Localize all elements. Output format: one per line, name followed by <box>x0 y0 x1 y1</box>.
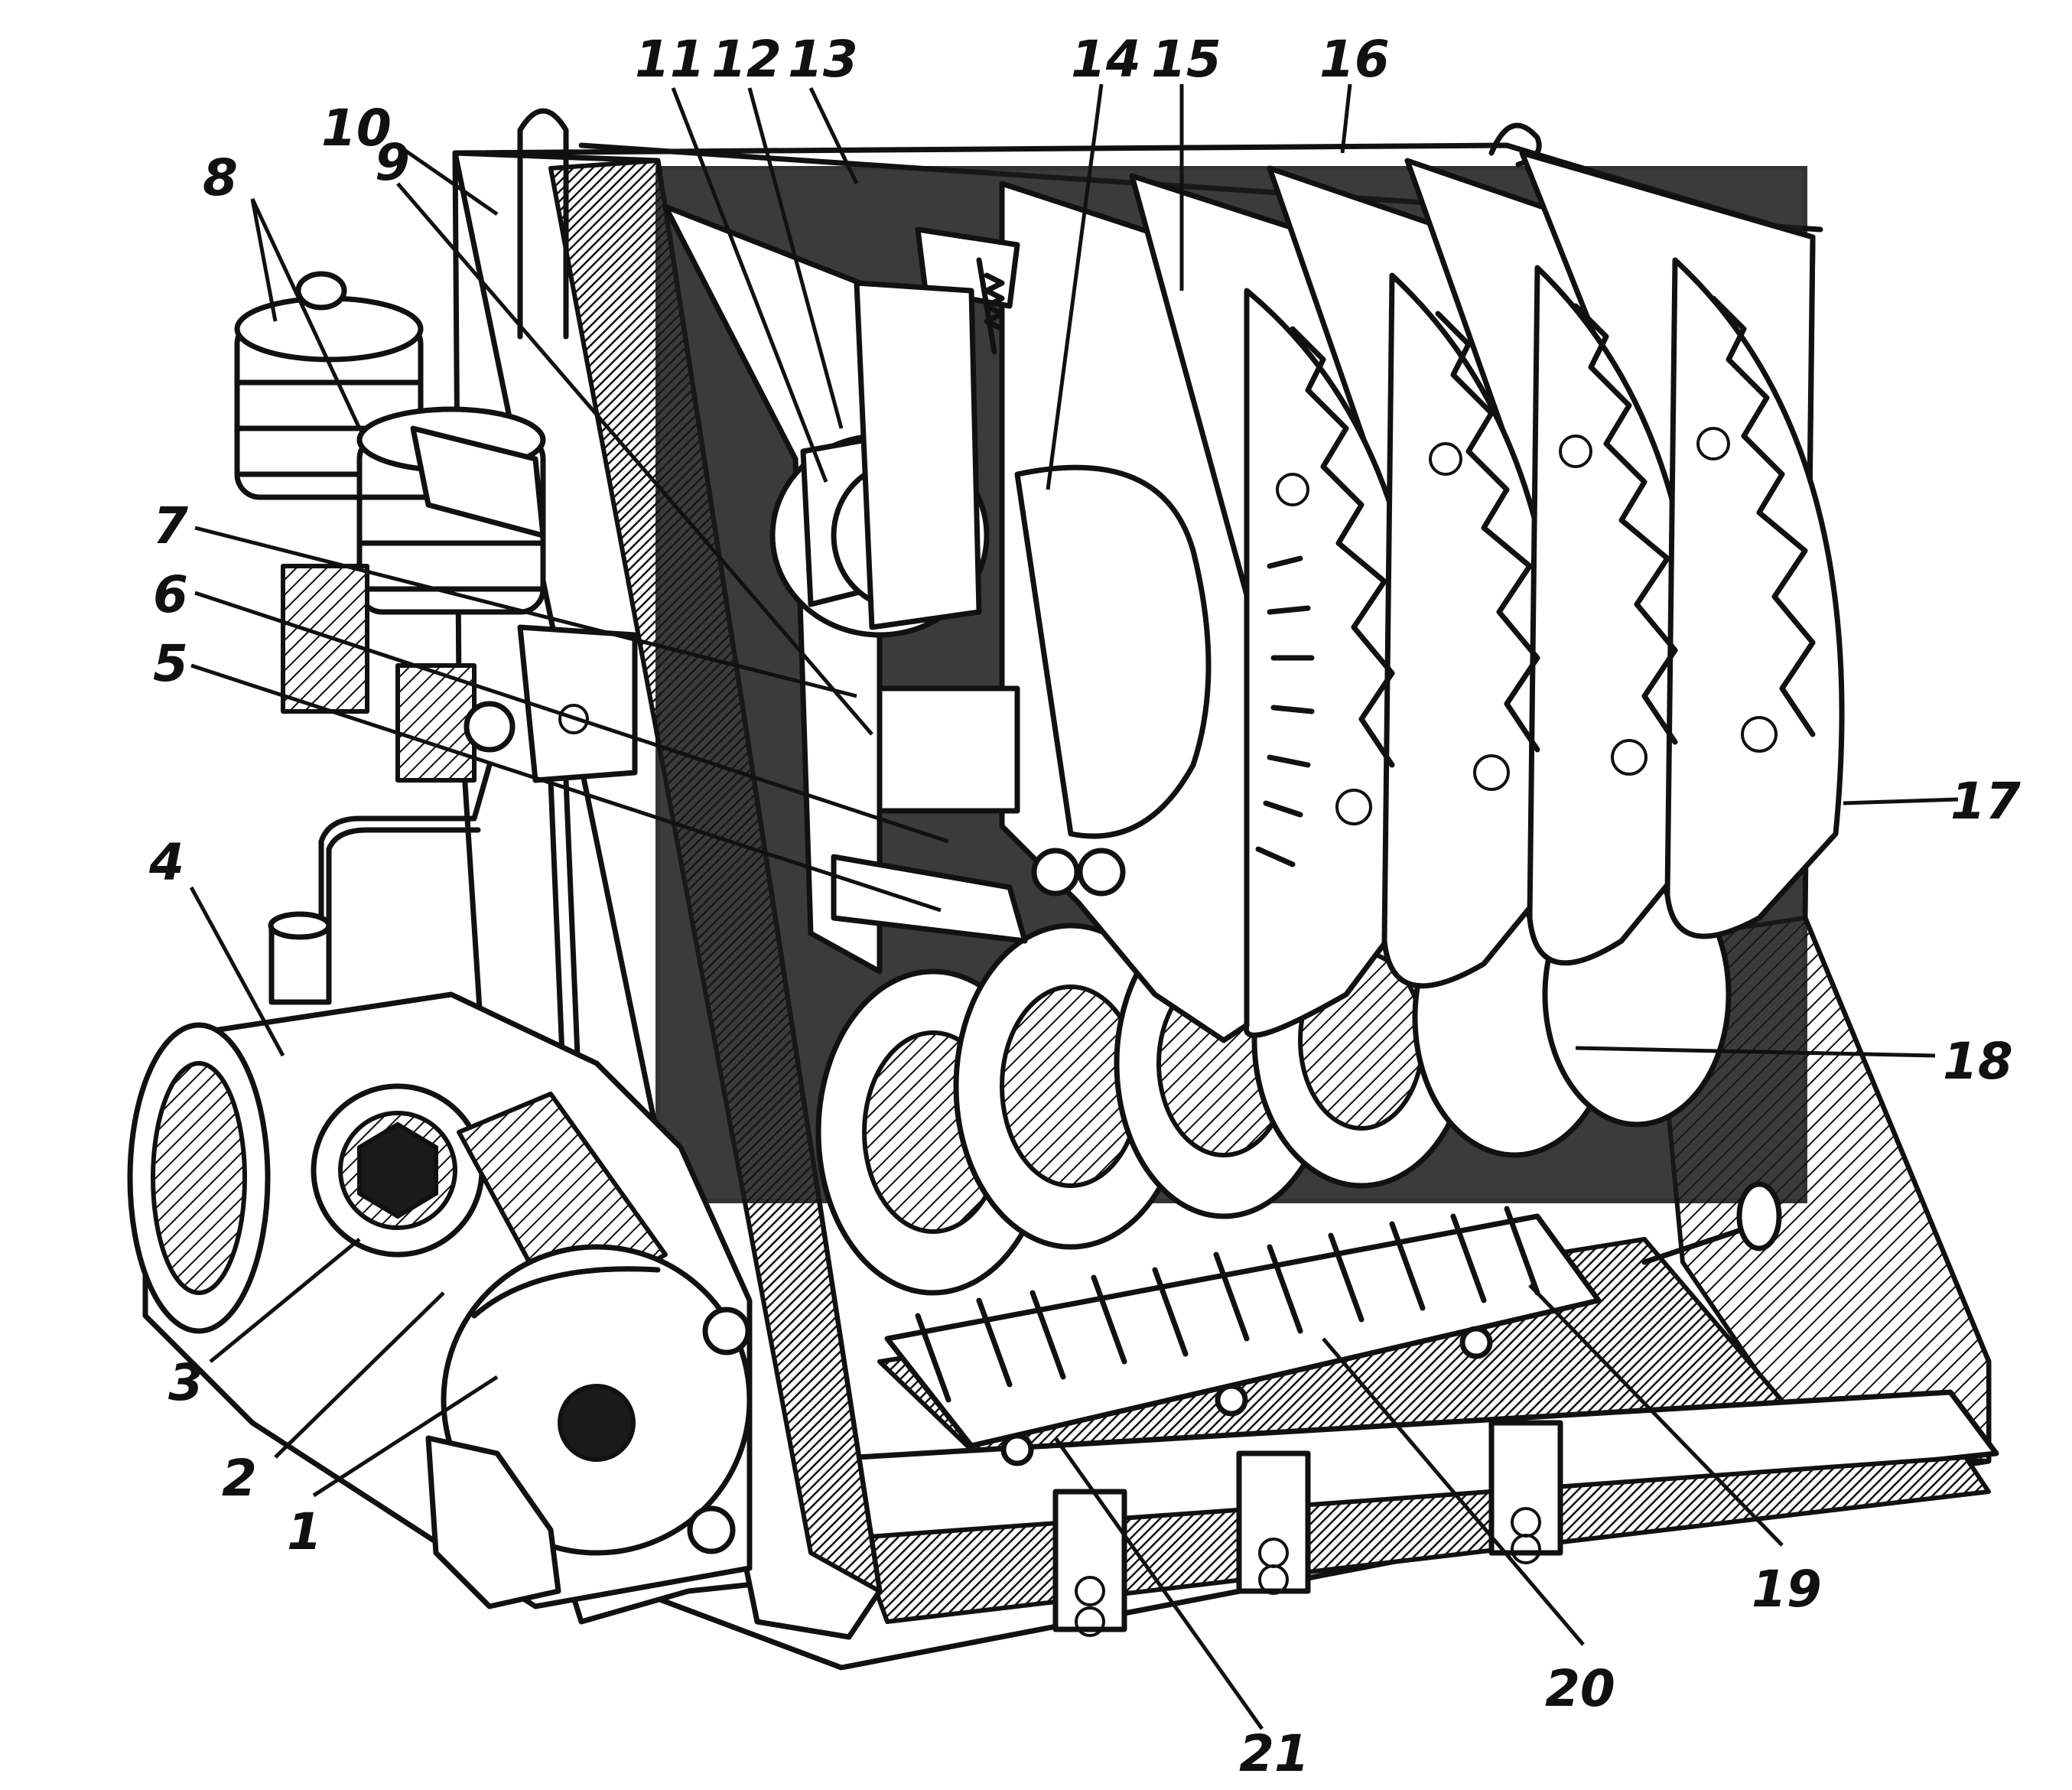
leader-18 <box>1575 1046 1936 1058</box>
callout-2: 2 <box>222 1449 257 1508</box>
callout-13: 13 <box>788 30 858 89</box>
leader-10 <box>396 143 499 216</box>
leader-8b <box>250 197 362 430</box>
callout-16: 16 <box>1319 30 1390 89</box>
leader-9 <box>396 182 873 736</box>
callout-15: 15 <box>1151 30 1221 89</box>
drive-motor <box>127 911 753 1609</box>
callout-10: 10 <box>321 99 392 158</box>
leader-3 <box>209 1238 361 1363</box>
callout-lines <box>189 83 1959 1730</box>
leader-4 <box>189 886 285 1057</box>
callout-labels: 1 2 3 4 5 6 7 8 9 10 11 12 13 14 15 16 1… <box>148 30 2021 1783</box>
leader-19 <box>1528 1284 1784 1547</box>
leader-11 <box>671 87 828 483</box>
callout-1: 1 <box>287 1502 322 1561</box>
leader-1 <box>312 1375 499 1498</box>
callout-11: 11 <box>635 30 705 89</box>
callout-14: 14 <box>1071 30 1141 89</box>
leader-5 <box>190 663 942 913</box>
callout-4: 4 <box>148 833 184 892</box>
callout-12: 12 <box>711 30 782 89</box>
callout-19: 19 <box>1752 1560 1822 1619</box>
callout-20: 20 <box>1545 1659 1615 1718</box>
leader-13 <box>808 86 859 185</box>
callout-18: 18 <box>1943 1032 2013 1091</box>
callout-5: 5 <box>153 634 188 693</box>
leader-8a <box>250 198 278 322</box>
leader-7 <box>194 526 857 698</box>
leader-21 <box>1053 1437 1264 1730</box>
leader-14 <box>1046 83 1104 490</box>
leader-17 <box>1843 797 1959 806</box>
assembly-drawing <box>127 108 1999 1671</box>
callout-9: 9 <box>375 133 410 192</box>
callout-7: 7 <box>153 496 188 555</box>
callout-3: 3 <box>168 1353 203 1412</box>
leader-2 <box>274 1291 445 1459</box>
callout-8: 8 <box>203 148 238 207</box>
leader-20 <box>1322 1337 1585 1646</box>
arc-chutes <box>662 150 1845 1043</box>
callout-6: 6 <box>153 565 188 624</box>
leader-16 <box>1340 83 1352 154</box>
callout-17: 17 <box>1950 772 2021 831</box>
contact-mechanism <box>769 226 1212 944</box>
contact-fingers <box>884 1206 1602 1466</box>
leader-12 <box>747 87 844 429</box>
relay-coils <box>234 271 638 783</box>
callout-21: 21 <box>1239 1724 1309 1783</box>
leader-6 <box>194 591 949 844</box>
